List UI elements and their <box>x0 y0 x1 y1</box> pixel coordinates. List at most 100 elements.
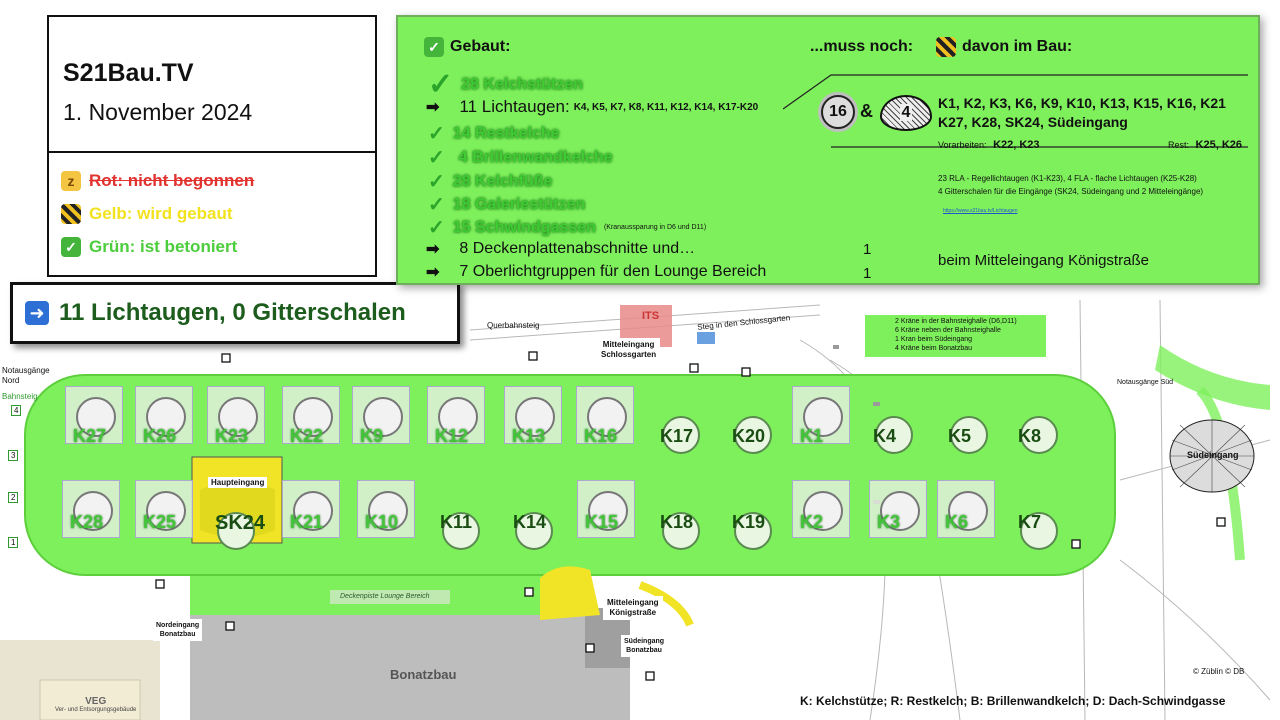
kelch-k27 <box>65 386 123 444</box>
gitter-count-text: 4 <box>899 104 913 121</box>
kelch-k1 <box>792 386 850 444</box>
kelch-k23 <box>207 386 265 444</box>
legend-red-text: Rot: nicht begonnen <box>89 171 255 190</box>
done-item-text: 28 Kelchfüße <box>452 172 553 190</box>
done-item-restkelche: ✓ 14 Restkelche <box>428 121 560 146</box>
crane-note-1: 2 Kräne in der Bahnsteighalle (D6,D11) <box>895 318 1017 325</box>
its-label: ITS <box>642 310 660 322</box>
lichtauge-icon <box>438 397 478 437</box>
bracket-lines <box>783 74 1248 148</box>
kelch-k16 <box>576 386 634 444</box>
lichtauge-icon <box>442 512 480 550</box>
kelch-label: K10 <box>365 512 399 532</box>
done-item-text: 14 Restkelche <box>452 124 560 142</box>
kelch-label: K26 <box>143 426 177 446</box>
nordeingang-line1: Nordeingang <box>156 622 200 629</box>
lichtauge-icon <box>76 397 116 437</box>
arrow-icon: ➡ <box>426 241 440 258</box>
note-1: 23 RLA - Regellichtaugen (K1-K23), 4 FLA… <box>938 174 1197 183</box>
notausgaenge-nord-label: Notausgänge Nord <box>2 366 50 386</box>
kelch-k13 <box>504 386 562 444</box>
copyright: © Züblin © DB <box>1193 667 1245 676</box>
lounge-label: Deckenpiste Lounge Bereich <box>340 593 430 600</box>
lichtauge-icon <box>368 491 408 531</box>
kelch-k7 <box>1010 480 1066 550</box>
lichtauge-icon <box>146 491 186 531</box>
kelch-label: K28 <box>70 512 104 532</box>
mitteleingang-koenigstrasse-label: Mitteleingang Königstraße <box>603 596 663 620</box>
construction-icon <box>936 37 956 57</box>
lichtaugen-count-badge: 16 <box>821 95 855 129</box>
summary-text: 11 Lichtaugen, 0 Gitterschalen <box>59 299 406 326</box>
check-icon: ✓ <box>424 37 444 57</box>
vorarbeiten-label: Vorarbeiten: <box>938 140 987 150</box>
summary-callout: ➜ 11 Lichtaugen, 0 Gitterschalen <box>10 282 460 344</box>
lichtauge-icon <box>950 416 988 454</box>
footer-legend: K: Kelchstütze; R: Restkelch; B: Brillen… <box>800 694 1226 708</box>
notausgaenge-nord-line1: Notausgänge <box>2 366 50 375</box>
mitteleingang-schlossgarten-label: Mitteleingang Schlossgarten <box>597 338 661 362</box>
kelch-k20 <box>724 386 780 454</box>
arrow-icon: ➡ <box>426 264 440 281</box>
kelch-k10 <box>357 480 415 538</box>
note-2: 4 Gitterschalen für die Eingänge (SK24, … <box>938 187 1204 196</box>
crane-note-3: 1 Kran beim Südeingang <box>895 336 973 343</box>
rest-row: Rest: K25, K26 <box>1168 139 1242 151</box>
kelch-label: K22 <box>290 426 324 446</box>
construction-icon <box>61 204 81 224</box>
kelch-label: K25 <box>143 512 177 532</box>
kelch-k11 <box>432 480 488 550</box>
title-box: S21Bau.TV 1. November 2024 z Rot: nicht … <box>47 15 377 277</box>
done-item-kelchfuesse: ✓ 28 Kelchfüße <box>428 169 552 194</box>
kelch-k19 <box>724 480 780 550</box>
legend-yellow: Gelb: wird gebaut <box>61 204 233 224</box>
veg-label: VEG Ver- und Entsorgungsgebäude <box>55 697 136 715</box>
vorarbeiten-value: K22, K23 <box>993 139 1040 151</box>
done-item-schwindgassen: ✓ 15 Schwindgassen (Kranaussparung in D6… <box>428 215 706 240</box>
checkmark-icon: ✓ <box>428 123 445 145</box>
kelch-k21 <box>282 480 340 538</box>
done-item-text: 18 Galeriestützen <box>452 195 586 213</box>
kelch-k18 <box>652 480 708 550</box>
status-panel: ✓ Gebaut: ...muss noch: davon im Bau: ✓ … <box>396 15 1260 285</box>
nordeingang-bonatzbau-label: Nordeingang Bonatzbau <box>153 619 203 641</box>
kelch-k26 <box>135 386 193 444</box>
lichtauge-icon <box>1020 416 1058 454</box>
source-link[interactable]: https://www.s21bau.tv/Lichtaugen <box>943 208 1018 214</box>
kelch-k3 <box>869 480 927 538</box>
kelch-k28 <box>62 480 120 538</box>
lichtauge-icon <box>588 491 628 531</box>
lichtauge-icon <box>146 397 186 437</box>
kelch-label: K8 <box>1018 426 1042 446</box>
haupteingang-label: Haupteingang <box>208 477 268 488</box>
lichtauge-icon <box>218 397 258 437</box>
kelch-label: K5 <box>948 426 972 446</box>
gitter-count-badge: 4 <box>880 95 932 131</box>
legend-green: ✓ Grün: ist betoniert <box>61 237 237 257</box>
crane-note-box: 2 Kräne in der Bahnsteighalle (D6,D11) 6… <box>864 314 1047 358</box>
kelch-k9 <box>352 386 410 444</box>
lichtauge-icon <box>293 397 333 437</box>
kelch-label: K18 <box>660 512 694 532</box>
mitte-schloss-line1: Mitteleingang <box>602 340 655 349</box>
checkmark-icon: ✓ <box>428 147 445 169</box>
kelch-k17 <box>652 386 708 454</box>
lichtauge-icon <box>880 491 920 531</box>
checkmark-icon: ✓ <box>428 217 445 239</box>
kelch-label: K9 <box>360 426 384 446</box>
lichtauge-icon <box>587 397 627 437</box>
kelch-label: K27 <box>73 426 107 446</box>
done-item-note: (Kranaussparung in D6 und D11) <box>603 224 707 231</box>
checkmark-icon: ✓ <box>428 194 445 216</box>
mitteleingang-note: beim Mitteleingang Königstraße <box>938 252 1149 269</box>
kelch-label: K3 <box>877 512 901 532</box>
todo-count-2: 1 <box>863 265 872 282</box>
veg-subtitle: Ver- und Entsorgungsgebäude <box>55 707 137 713</box>
rest-value: K25, K26 <box>1195 139 1243 151</box>
suedeingang-label: Südeingang <box>1187 450 1239 460</box>
todo-heading: ...muss noch: <box>810 38 914 55</box>
legend-green-text: Grün: ist betoniert <box>89 237 238 256</box>
kelch-label: K7 <box>1018 512 1042 532</box>
date-label: 1. November 2024 <box>63 99 253 125</box>
